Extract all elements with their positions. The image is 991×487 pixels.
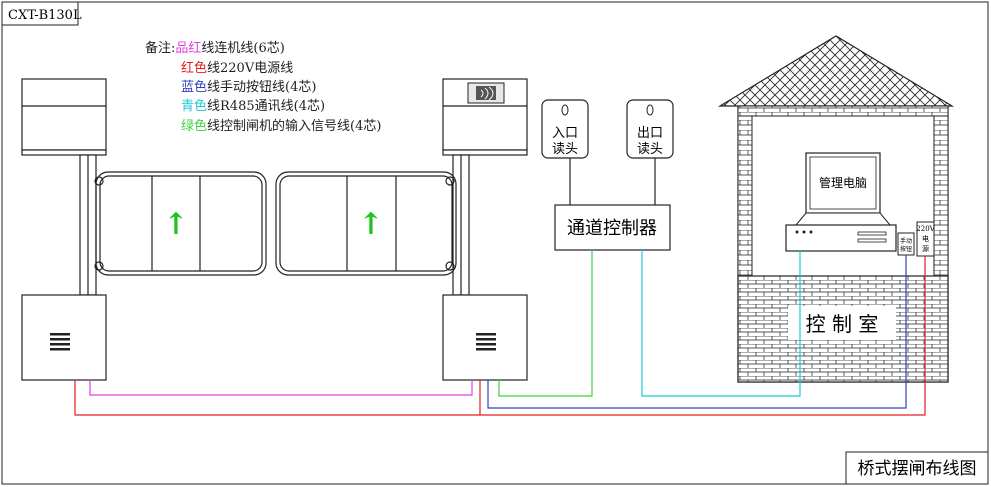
right-turnstile-cabinet	[442, 78, 528, 381]
exit-reader-label: 读头	[637, 142, 663, 157]
title-box	[845, 451, 989, 485]
left-swing-gate	[94, 171, 267, 276]
legend-color-word: 绿色	[181, 118, 207, 134]
exit-reader-label: 出口	[637, 126, 663, 141]
channel-controller	[554, 204, 671, 251]
right-swing-gate	[275, 171, 457, 276]
diagram-title: 桥式摆闸布线图	[858, 459, 977, 479]
power-box-label: 220V	[916, 225, 935, 233]
green-wire	[498, 250, 593, 397]
model-label: CXT-B130L	[8, 8, 82, 23]
model-label-box	[1, 1, 79, 26]
vent-icon	[50, 333, 70, 351]
svg-text:蓝色线手动按钮线(4芯): 蓝色线手动按钮线(4芯)	[181, 79, 316, 95]
entry-reader-label: 入口	[552, 126, 578, 141]
magenta-wire	[89, 380, 473, 396]
exit-reader: 出口 读头	[626, 99, 674, 159]
legend-text: 线控制闸机的输入信号线(4芯)	[207, 118, 381, 134]
computer-label: 管理电脑	[819, 175, 867, 190]
computer-icon: 管理电脑	[785, 152, 897, 252]
power-box-label: 源	[922, 244, 929, 253]
svg-text:青色线R485通讯线(4芯): 青色线R485通讯线(4芯)	[181, 98, 325, 114]
entry-reader-label: 读头	[552, 142, 578, 157]
roof	[717, 35, 955, 107]
svg-text:红色线220V电源线: 红色线220V电源线	[181, 60, 293, 76]
legend-text: 线220V电源线	[207, 61, 293, 76]
legend: 备注:品红线连机线(6芯) 红色线220V电源线 蓝色线手动按钮线(4芯) 青色…	[145, 40, 381, 134]
room-label: 控 制 室	[806, 312, 879, 336]
left-turnstile-cabinet	[21, 78, 107, 381]
controller-label: 通道控制器	[567, 218, 657, 239]
power-box-label: 电	[922, 234, 929, 243]
entry-reader: 入口 读头	[541, 99, 589, 159]
legend-text: 线R485通讯线(4芯)	[207, 99, 325, 114]
cyan-wire	[641, 250, 801, 397]
svg-text:备注:品红线连机线(6芯): 备注:品红线连机线(6芯)	[145, 40, 285, 56]
blue-wire	[487, 255, 907, 409]
svg-text:绿色线控制闸机的输入信号线(4芯): 绿色线控制闸机的输入信号线(4芯)	[181, 118, 381, 134]
legend-color-word: 青色	[181, 98, 207, 114]
legend-text: 线手动按钮线(4芯)	[207, 80, 316, 95]
direction-arrow-icon: ↑	[163, 207, 188, 242]
legend-text: 线连机线(6芯)	[201, 40, 284, 56]
legend-color-word: 蓝色	[181, 79, 207, 95]
legend-prefix: 备注:	[145, 40, 175, 56]
legend-color-word: 品红	[175, 40, 201, 56]
direction-arrow-icon: ↑	[358, 207, 383, 242]
manual-button-label: 手动	[900, 237, 912, 245]
vent-icon	[476, 333, 496, 351]
legend-color-word: 红色	[181, 60, 207, 76]
manual-button-label: 按钮	[900, 245, 912, 253]
red-wire	[74, 256, 926, 416]
card-reader-icon	[467, 82, 505, 104]
